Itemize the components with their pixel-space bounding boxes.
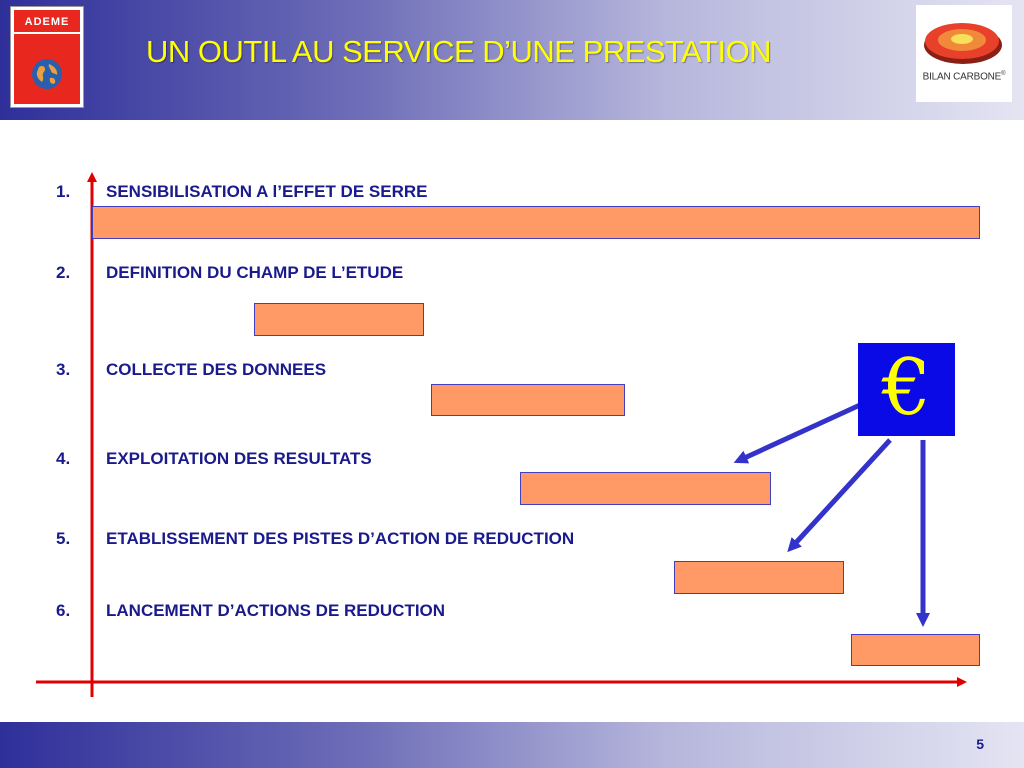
step-number: 6. — [56, 601, 71, 620]
ademe-logo-text: ADEME — [24, 16, 70, 28]
step-number: 3. — [56, 360, 71, 379]
ademe-logo: ADEME — [10, 6, 84, 108]
arrow-to-step-4 — [733, 402, 862, 464]
euro-symbol: € — [881, 343, 932, 433]
euro-icon: € — [858, 343, 955, 436]
step-number: 1. — [56, 182, 71, 201]
step-label: DEFINITION DU CHAMP DE L’ETUDE — [106, 263, 404, 282]
page-number: 5 — [976, 736, 984, 752]
globe-icon — [32, 59, 62, 89]
step-5-bar — [674, 561, 844, 594]
bilan-carbone-text: BILAN CARBONE — [922, 71, 1002, 83]
step-3-bar — [431, 384, 625, 416]
step-1-bar — [92, 206, 980, 239]
arrow-to-step-5 — [787, 438, 892, 553]
step-number: 4. — [56, 449, 71, 468]
step-number: 2. — [56, 263, 71, 282]
step-label: SENSIBILISATION A l’EFFET DE SERRE — [106, 182, 428, 201]
step-label: ETABLISSEMENT DES PISTES D’ACTION DE RED… — [106, 529, 575, 548]
step-4-bar — [520, 472, 771, 505]
page-title: UN OUTIL AU SERVICE D’UNE PRESTATION — [146, 34, 772, 69]
bilan-carbone-logo: BILAN CARBONE® — [916, 5, 1012, 102]
header-banner: ADEME UN OUTIL AU SERVICE D’UNE PRESTATI… — [0, 0, 1024, 120]
step-6-bar — [851, 634, 980, 666]
step-number: 5. — [56, 529, 71, 548]
step-label: EXPLOITATION DES RESULTATS — [106, 449, 372, 468]
target-icon — [924, 23, 1002, 64]
footer-banner: 5 — [0, 722, 1024, 768]
registered-mark: ® — [1001, 71, 1006, 77]
step-label: LANCEMENT D’ACTIONS DE REDUCTION — [106, 601, 446, 620]
step-label: COLLECTE DES DONNEES — [106, 360, 327, 379]
step-2-bar — [254, 303, 424, 336]
